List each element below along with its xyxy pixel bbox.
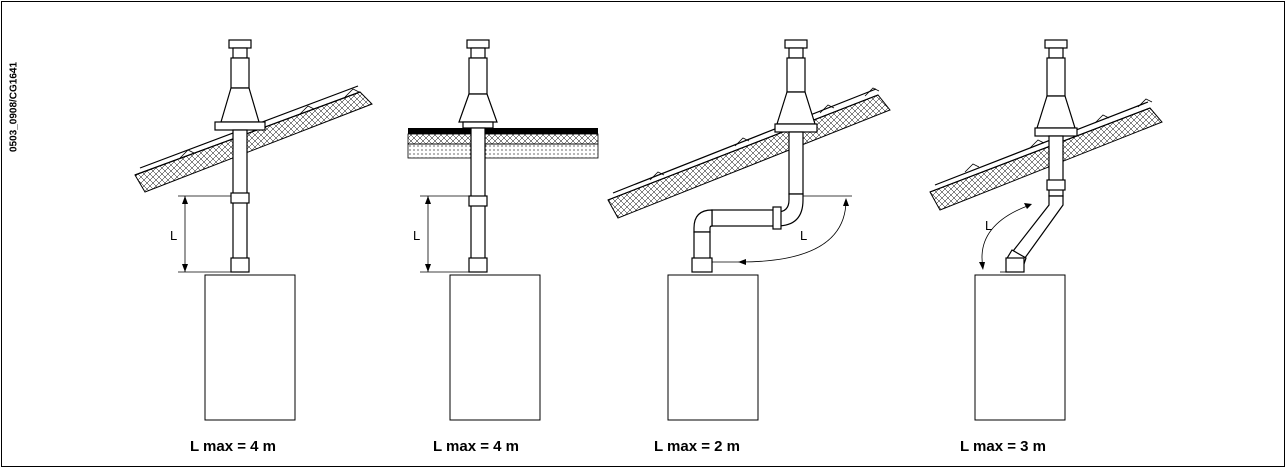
caption-2: L max = 4 m <box>433 438 520 455</box>
dimension-L-1: L <box>170 195 231 273</box>
flue-pipe-4 <box>1005 39 1078 273</box>
dimension-L-4: L <box>979 203 1032 273</box>
flue-pipe-3 <box>691 39 818 273</box>
flue-pipe-1 <box>214 39 266 273</box>
dimension-label: L <box>985 218 992 233</box>
flue-pipe-2 <box>458 39 498 273</box>
caption-1: L max = 4 m <box>190 438 277 455</box>
dimension-label: L <box>170 228 177 243</box>
boiler-1 <box>204 274 296 421</box>
boiler-3 <box>667 274 759 421</box>
boiler-4 <box>974 274 1066 421</box>
dimension-label: L <box>800 228 807 243</box>
variant-4-angled: L <box>929 39 1163 421</box>
variant-3-offset: L <box>607 39 891 421</box>
pitched-roof-3 <box>607 87 891 219</box>
boiler-2 <box>449 274 541 421</box>
pitched-roof-1 <box>134 85 373 193</box>
variant-1-straight-pitched: L <box>134 39 373 421</box>
dimension-L-3: L <box>712 195 852 265</box>
variant-2-straight-flat: L <box>407 39 599 421</box>
dimension-L-2: L <box>413 195 469 273</box>
caption-4: L max = 3 m <box>960 438 1047 455</box>
caption-3: L max = 2 m <box>654 438 741 455</box>
dimension-label: L <box>413 228 420 243</box>
flat-roof-2 <box>407 128 599 159</box>
